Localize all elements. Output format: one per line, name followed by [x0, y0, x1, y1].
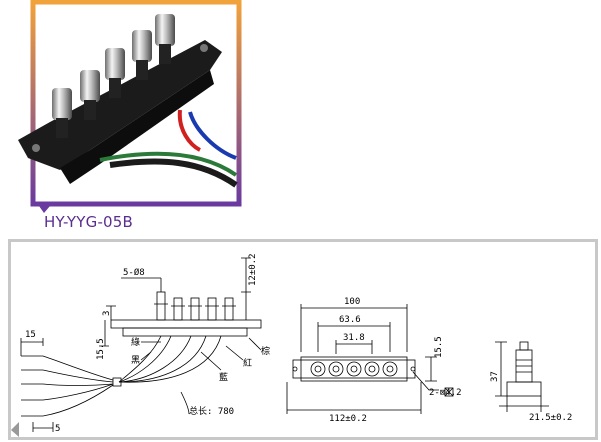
- total-length: 总长: 780: [189, 405, 234, 417]
- model-caption: HY-YYG-05B: [44, 213, 134, 231]
- dim-mount-holes: 2-⊠4.2: [429, 388, 462, 398]
- dim-15-5-side: 15.5: [96, 338, 106, 360]
- end-view: [495, 341, 549, 412]
- wire-label-red: 紅: [243, 358, 252, 369]
- dim-31-8: 31.8: [343, 333, 365, 343]
- dim-100: 100: [344, 297, 360, 307]
- technical-drawing-frame: 5-Ø8 12±0.2 3 15.5 15 5 綠 黑 藍 紅 棕 总长: 78…: [8, 239, 598, 440]
- technical-drawing: 5-Ø8 12±0.2 3 15.5 15 5 綠 黑 藍 紅 棕 总长: 78…: [11, 253, 572, 437]
- switch-photo: [18, 14, 238, 188]
- dim-21-5: 21.5±0.2: [529, 413, 572, 423]
- corner-pointer-icon: [11, 422, 19, 437]
- wire-label-brown: 棕: [261, 345, 270, 357]
- dim-15: 15: [25, 330, 36, 340]
- dim-5: 5: [55, 424, 60, 434]
- side-view: [20, 257, 262, 432]
- dim-height: 12±0.2: [248, 253, 258, 286]
- wire-label-black: 黑: [131, 355, 140, 366]
- dim-holes: 5-Ø8: [123, 267, 145, 278]
- front-view: [286, 304, 454, 414]
- wire-label-blue: 藍: [219, 371, 228, 383]
- dim-112: 112±0.2: [329, 414, 367, 424]
- dim-37: 37: [490, 371, 500, 382]
- wire-label-green: 綠: [131, 336, 140, 348]
- push-button-caps: [52, 14, 175, 138]
- caption-pointer-icon: [39, 206, 50, 213]
- dim-3: 3: [102, 311, 112, 316]
- dim-63-6: 63.6: [339, 315, 361, 325]
- dim-15-5-front: 15.5: [434, 336, 444, 358]
